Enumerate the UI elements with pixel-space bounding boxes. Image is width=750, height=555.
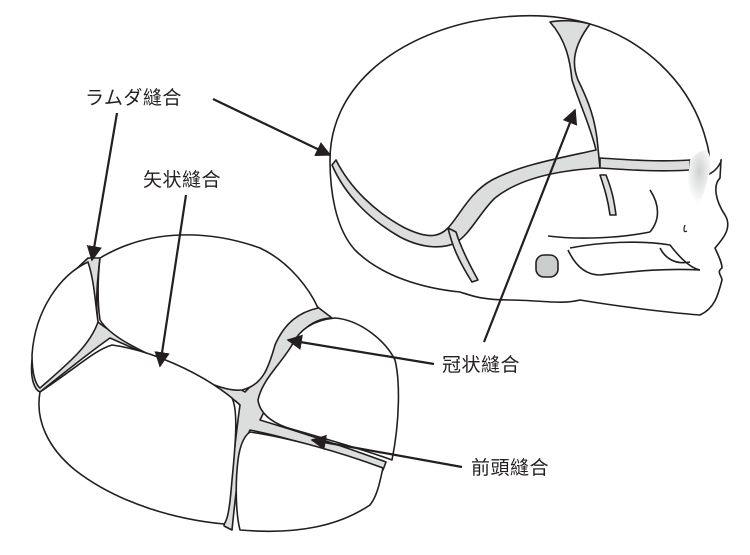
lateral-view-skull	[329, 14, 729, 316]
frontal-upper-plate	[257, 317, 400, 461]
sagittal-suture-label: 矢状縫合	[143, 169, 222, 191]
parietal-lower-plate	[38, 344, 237, 525]
coronal-suture-label: 冠状縫合	[442, 354, 521, 376]
frontal-suture-label: 前頭縫合	[471, 457, 550, 479]
lambdoid-arrow-superior	[86, 112, 119, 262]
sagittal-arrow	[154, 194, 188, 368]
parietal-upper-plate	[97, 234, 319, 391]
superior-view-skull	[30, 234, 400, 533]
frontal-arrow	[310, 434, 463, 469]
occipital-left-plate	[31, 261, 99, 389]
lambdoid-suture-label: ラムダ縫合	[85, 87, 182, 109]
coronal-arrow-lateral	[482, 108, 578, 343]
frontal-lower-plate	[235, 431, 384, 533]
lambdoid-arrow-lateral	[212, 98, 332, 156]
coronal-arrow-superior	[286, 334, 435, 366]
leader-lines	[86, 98, 578, 469]
